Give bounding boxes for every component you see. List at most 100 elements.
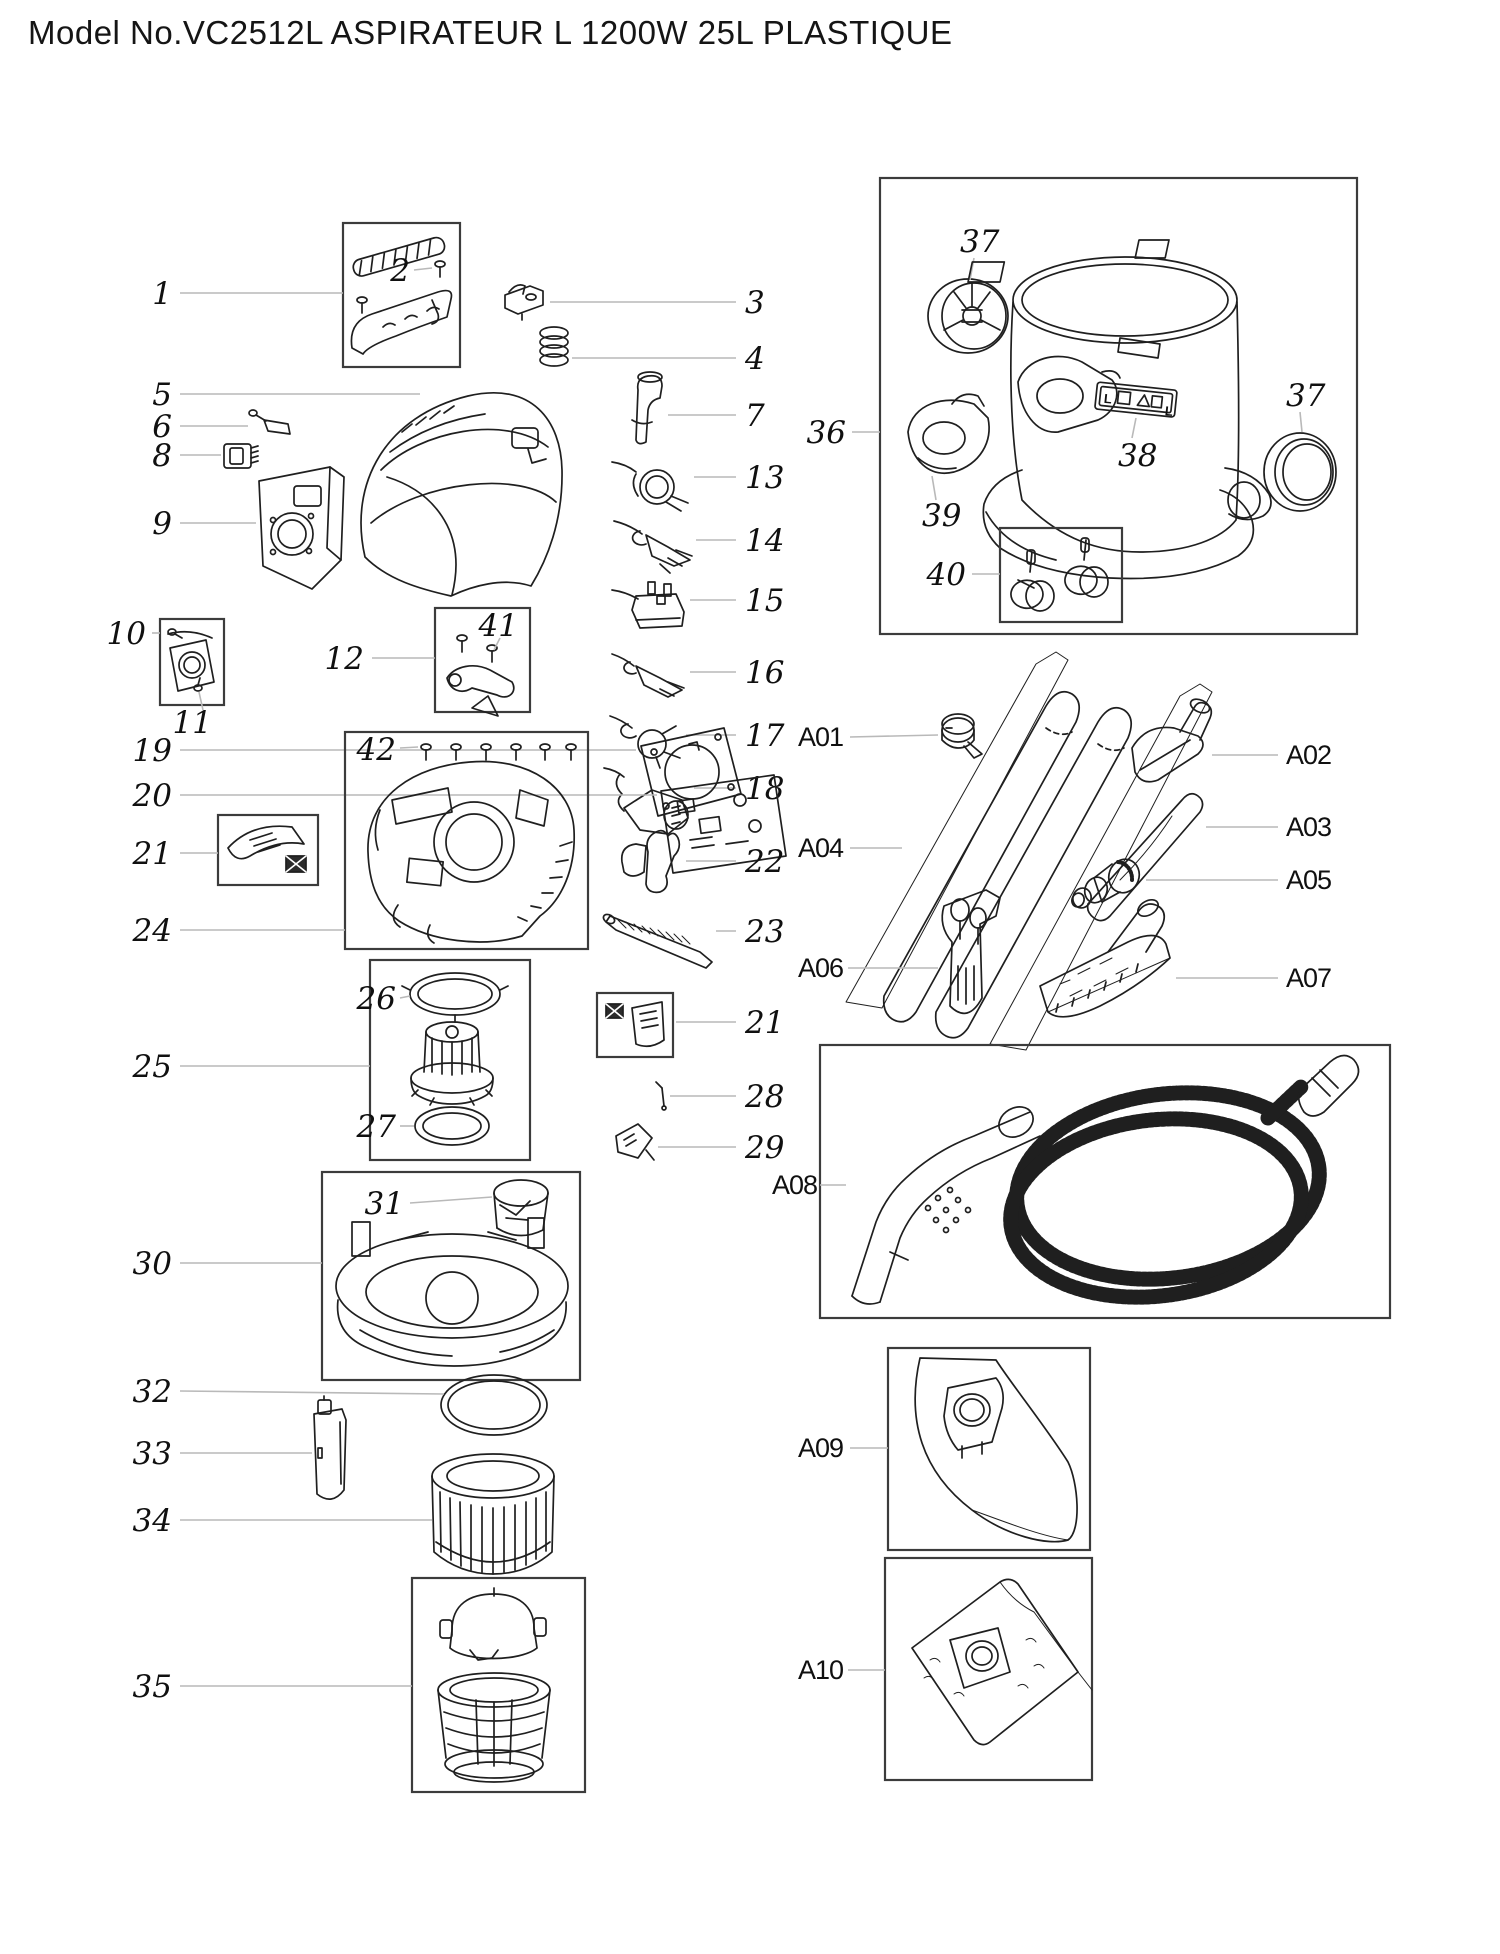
accessory-label-a07: A07 [1286,963,1331,993]
callout-11: 11 [173,691,212,741]
callout-24: 24 [132,913,345,949]
callout-27: 27 [356,1109,414,1145]
screw-row-42 [420,743,577,761]
fleece-bag-drawing [911,1578,1093,1746]
part-label-8: 8 [152,438,172,474]
floor-nozzle-drawing [1039,898,1171,1018]
part-label-2: 2 [389,253,410,289]
caster-arm-drawing [1224,467,1272,521]
handle-base-drawing [350,289,453,355]
tank-assembly-box: 37 [878,176,1359,636]
accessory-label-a06: A06 [798,953,843,983]
callout-35: 35 [133,1669,412,1705]
pcb-drawing [660,774,787,874]
handle-screw-left [356,296,368,314]
accessory-label-a04: A04 [798,833,844,863]
part-label-41: 41 [478,608,518,644]
filter-clip-right-drawing [605,1003,624,1019]
callout-15: 15 [690,583,784,619]
part-label-20: 20 [132,778,172,814]
part-label-42: 42 [356,732,396,768]
spring-drawing [539,326,569,367]
callout-a04: A04 [798,833,902,863]
callout-5: 5 [152,377,420,413]
inlet-cover-drawing [907,393,990,474]
tank-front-pocket-drawing [1017,355,1121,433]
callout-2: 2 [389,253,433,289]
cord-clip-drawing [248,409,291,435]
plug-uk-drawing [611,581,685,629]
part-label-32: 32 [133,1374,172,1410]
callout-34: 34 [133,1503,432,1539]
pin-drawing [655,1081,667,1111]
callout-38: 38 [1118,417,1157,474]
hose-coil-drawing [1003,1078,1327,1305]
accessory-label-a05: A05 [1286,865,1331,895]
lower-housing-box [320,1170,582,1382]
serrated-strip-drawing [602,913,713,969]
filter-plate-box-right [595,991,675,1059]
callout-25: 25 [132,1049,370,1085]
cord-anchor-screw-a [456,634,468,653]
part-label-36: 36 [807,415,846,451]
accessory-label-a09: A09 [798,1433,843,1463]
callout-41: 41 [478,608,518,651]
handle-assembly-box [341,221,462,369]
accessory-label-a03: A03 [1286,812,1331,842]
callout-32: 32 [133,1374,445,1410]
drain-flap-drawing [313,1395,347,1500]
callout-a09: A09 [798,1433,888,1463]
filter-cartridge-drawing [431,1453,555,1575]
callout-14: 14 [696,523,784,559]
latch-drawing [504,284,544,321]
float-bracket-drawing [615,1123,655,1161]
motor-ring-26 [401,972,509,1023]
part-label-10: 10 [107,616,146,652]
part-label-31: 31 [365,1186,404,1222]
float-cap-drawing [439,1587,547,1661]
callout-10: 10 [107,616,160,652]
callout-36: 36 [807,415,880,451]
part-label-33: 33 [133,1436,172,1472]
cord-anchor-screw-b [486,644,498,663]
part-label-29: 29 [744,1130,784,1166]
accessory-holder-drawing [941,889,1001,1015]
cord-anchor-box [433,606,532,717]
motor-head-cover-drawing [360,391,563,597]
iec-connector-drawing [603,767,689,835]
callout-7: 7 [668,398,765,434]
motor-gasket-plate-drawing [640,727,742,817]
socket-drawing [167,628,215,692]
paper-bag-drawing [914,1357,1078,1543]
callout-40: 40 [926,557,1000,593]
part-label-21: 21 [132,836,172,872]
upholstery-nozzle-drawing [1131,698,1213,783]
cord-anchor-drawing [446,665,515,717]
callout-42: 42 [356,732,419,768]
part-label-21b: 21 [744,1005,784,1041]
callout-17: 17 [686,718,785,754]
callout-33: 33 [133,1436,312,1472]
motor-drawing [410,1021,494,1106]
caster-drawing-a [1010,549,1055,612]
part-label-3: 3 [745,285,765,321]
callout-30: 30 [133,1246,322,1282]
float-cage-box [410,1576,587,1794]
inlet-bracket-drawing [258,466,345,590]
callout-21-left: 21 [132,836,218,872]
callout-31: 31 [365,1186,493,1222]
part-label-25: 25 [132,1049,172,1085]
callout-37-left: 37 [960,224,1000,281]
callout-a03: A03 [1206,812,1332,842]
callout-a01: A01 [798,722,939,752]
part-label-23: 23 [744,914,784,950]
accessory-label-a02: A02 [1286,740,1331,770]
callout-26: 26 [356,981,411,1017]
part-label-27: 27 [356,1109,397,1145]
plate-left-glyph: L [1103,391,1113,407]
part-label-15: 15 [745,583,784,619]
part-label-1: 1 [152,276,172,312]
tank-oring-drawing [440,1374,548,1436]
part-label-34: 34 [133,1503,172,1539]
